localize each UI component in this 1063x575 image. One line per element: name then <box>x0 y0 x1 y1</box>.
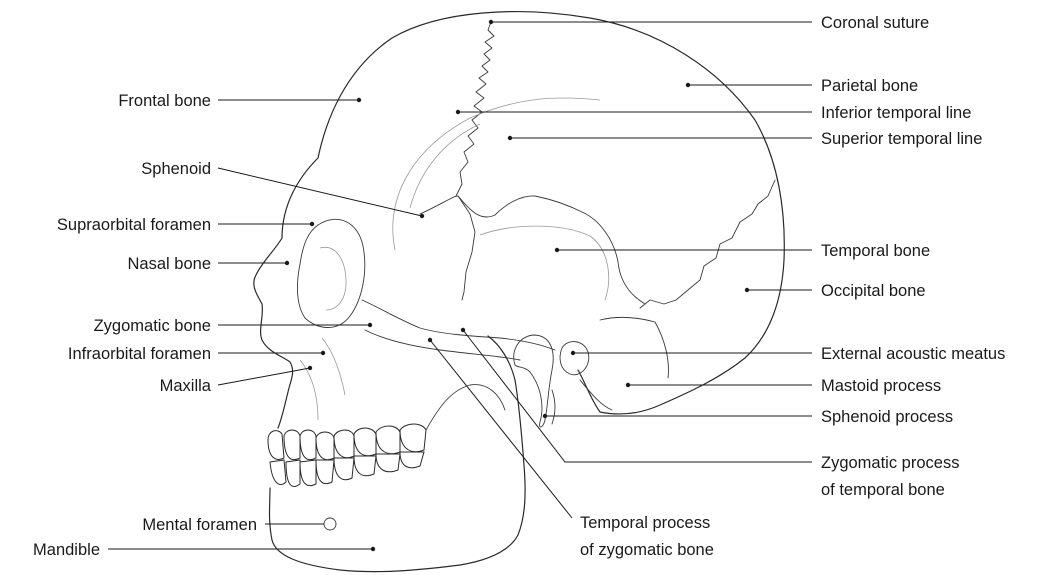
label-zygomatic-process-1: Zygomatic process <box>821 454 959 472</box>
superior-temporal-line-curve <box>410 124 480 208</box>
temporal-inner-line <box>480 226 609 300</box>
coronal-suture-line <box>456 22 494 196</box>
label-mental-foramen: Mental foramen <box>142 516 257 534</box>
zygomatic-arch <box>362 300 555 350</box>
orbit <box>297 219 364 327</box>
lambdoid-suture <box>640 180 775 308</box>
label-occipital-bone: Occipital bone <box>821 282 926 300</box>
skull-illustration <box>254 12 784 572</box>
label-superior-temporal-line: Superior temporal line <box>821 130 982 148</box>
label-infraorbital-foramen: Infraorbital foramen <box>68 345 211 363</box>
label-mandible: Mandible <box>33 541 100 559</box>
label-coronal-suture: Coronal suture <box>821 14 929 32</box>
label-maxilla: Maxilla <box>160 377 212 395</box>
label-inferior-temporal-line: Inferior temporal line <box>821 104 971 122</box>
labels-right: Coronal suture Parietal bone Inferior te… <box>821 14 1005 499</box>
leader-lines <box>108 22 812 549</box>
label-parietal-bone: Parietal bone <box>821 77 918 95</box>
label-nasal-bone: Nasal bone <box>128 255 211 273</box>
label-mastoid-process: Mastoid process <box>821 377 941 395</box>
mastoid-shape <box>580 317 668 410</box>
label-temporal-bone: Temporal bone <box>821 242 930 260</box>
label-zygomatic-process-2: of temporal bone <box>821 481 945 499</box>
orbit-inner <box>320 247 346 310</box>
labels-bottom: Temporal process of zygomatic bone <box>580 514 714 559</box>
maxilla-lines <box>300 338 345 420</box>
label-temporal-process-2: of zygomatic bone <box>580 541 714 559</box>
label-frontal-bone: Frontal bone <box>118 92 211 110</box>
cranium-outline <box>282 12 784 414</box>
label-supraorbital-foramen: Supraorbital foramen <box>57 216 211 234</box>
styloid <box>552 390 555 424</box>
label-sphenoid-process: Sphenoid process <box>821 408 953 426</box>
label-zygomatic-bone: Zygomatic bone <box>94 317 211 335</box>
label-sphenoid: Sphenoid <box>141 160 211 178</box>
label-external-acoustic-meatus: External acoustic meatus <box>821 345 1005 363</box>
acoustic-meatus <box>560 342 589 375</box>
mandible-ramus <box>426 385 505 430</box>
nasal-profile <box>254 238 293 428</box>
mental-foramen-circle <box>324 518 336 530</box>
label-temporal-process-1: Temporal process <box>580 514 710 532</box>
